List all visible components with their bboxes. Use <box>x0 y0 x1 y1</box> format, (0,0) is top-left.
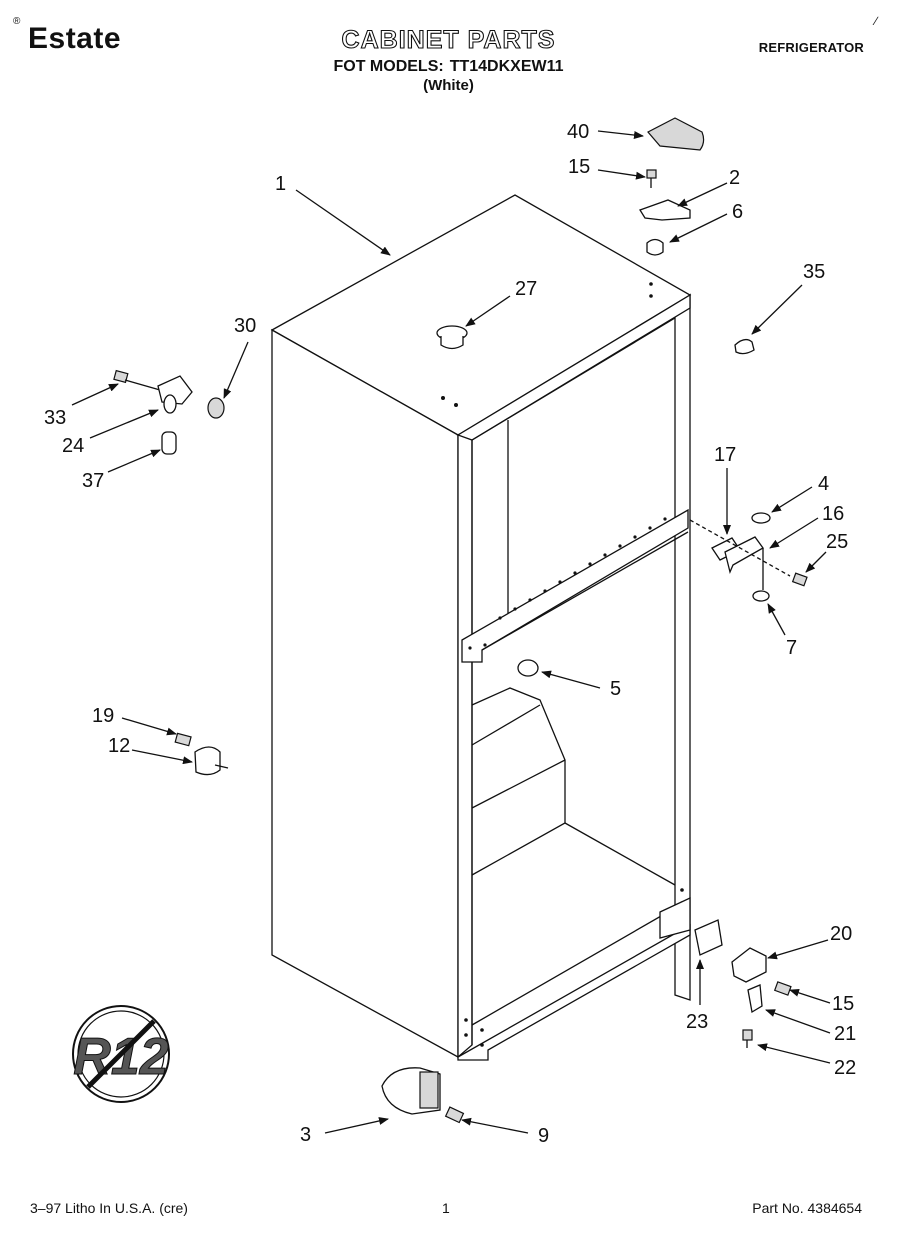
spacer-part-6 <box>646 238 664 256</box>
callout-9: 9 <box>538 1125 549 1147</box>
brand-logo: Estate <box>28 22 122 55</box>
shim-part-23 <box>694 919 723 956</box>
plug-part-35 <box>734 338 755 355</box>
cabinet-front-stile <box>674 293 691 1001</box>
bottom-hinge-cover-part-3 <box>381 1067 441 1115</box>
screw-and-clip-19-12 <box>174 732 229 776</box>
callout-35: 35 <box>803 261 825 283</box>
models-line: FOT MODELS: TT14DKXEW11 <box>0 58 897 76</box>
callout-15-top: 15 <box>568 156 590 178</box>
callout-24: 24 <box>62 435 84 457</box>
color-variant: (White) <box>423 77 474 94</box>
cabinet-mullion <box>461 508 689 663</box>
model-number: TT14DKXEW11 <box>449 58 564 75</box>
hinge-cover-part-40 <box>647 117 705 151</box>
callout-3: 3 <box>300 1124 311 1146</box>
cabinet-shell <box>270 194 692 1061</box>
hinge-pin-group-left <box>113 369 225 455</box>
top-hinge-part-2 <box>639 199 691 221</box>
screw-part-9 <box>444 1106 465 1124</box>
callout-25: 25 <box>826 531 848 553</box>
callout-27: 27 <box>515 278 537 300</box>
litho-note: 3–97 Litho In U.S.A. (cre) <box>30 1200 188 1216</box>
callout-12: 12 <box>108 735 130 757</box>
callout-33: 33 <box>44 407 66 429</box>
callout-7: 7 <box>786 637 797 659</box>
callout-1: 1 <box>275 173 286 195</box>
callout-23: 23 <box>686 1011 708 1033</box>
cabinet-front-left <box>457 426 473 1059</box>
bottom-hinge-plate <box>659 896 691 939</box>
cabinet-front-lip <box>456 293 691 441</box>
hinge-pin-part-21 <box>747 984 763 1014</box>
callout-2: 2 <box>729 167 740 189</box>
callout-17: 17 <box>714 444 736 466</box>
screw-part-15-top <box>646 169 657 188</box>
callout-6: 6 <box>732 201 743 223</box>
callout-19: 19 <box>92 705 114 727</box>
cabinet-side <box>271 328 459 1059</box>
category-label: REFRIGERATOR <box>758 40 864 55</box>
bottom-hinge-part-20 <box>731 947 767 983</box>
r12-badge: R12 <box>72 1005 170 1103</box>
callout-4: 4 <box>818 473 829 495</box>
callout-30: 30 <box>234 315 256 337</box>
center-hinge-group <box>689 512 808 602</box>
brand-mark: ® <box>13 16 21 27</box>
plug-part-5 <box>517 659 539 677</box>
part-number: Part No. 4384654 <box>752 1200 862 1216</box>
callout-20: 20 <box>830 923 852 945</box>
callout-22: 22 <box>834 1057 856 1079</box>
callout-21: 21 <box>834 1023 856 1045</box>
leader-lines <box>71 130 831 1134</box>
callout-15-bottom: 15 <box>832 993 854 1015</box>
callout-labels: 1 2 3 4 5 6 7 9 12 15 15 16 17 19 20 21 … <box>44 121 856 1147</box>
screw-part-15-bottom <box>773 981 792 996</box>
page-number: 1 <box>442 1200 450 1216</box>
plug-part-27 <box>436 325 468 350</box>
callout-37: 37 <box>82 470 104 492</box>
callout-40: 40 <box>567 121 589 143</box>
page-title: CABINET PARTS <box>341 25 556 54</box>
screw-part-22 <box>742 1029 753 1048</box>
cabinet-bottom-rail <box>457 923 691 1061</box>
corner-mark: ∕ <box>874 14 877 28</box>
models-label: FOT MODELS: <box>333 58 444 75</box>
callout-16: 16 <box>822 503 844 525</box>
callout-5: 5 <box>610 678 621 700</box>
r12-badge-text: R12 <box>73 1028 168 1086</box>
